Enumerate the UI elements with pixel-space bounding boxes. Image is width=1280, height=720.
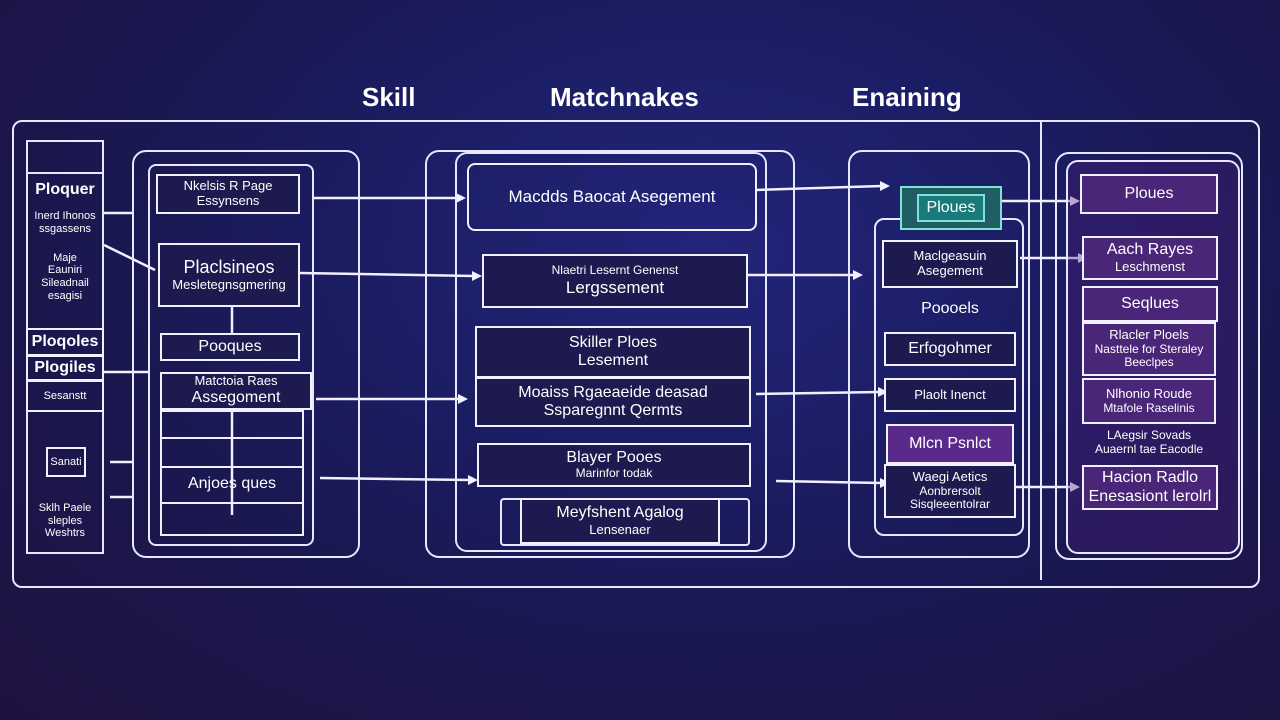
column-3-panel [425,150,795,558]
heading-skill: Skill [362,82,416,112]
box-line: Assegoment [191,389,281,407]
box-line: Lergssement [565,278,665,298]
box-line: LAegsir Sovads [1106,428,1192,443]
box-line: Lesement [577,352,649,369]
column-2-panel [132,150,360,558]
table-row [160,437,304,439]
note-line: Inerd Ihonos [34,210,96,223]
poooels-label: Poooels [921,299,979,317]
table-grid [160,410,304,536]
match-assessment-box[interactable]: Macdds Baocat Asegement [467,163,757,231]
box-line: Ssparegnnt Qermts [543,402,683,419]
box-line: Sisqleeentolrar [909,497,991,512]
table-row [160,502,304,504]
macl-assessment-box[interactable]: Maclgeasuin Asegement [882,240,1018,288]
player-poses-box[interactable]: Blayer Pooes Marinfor todak [477,443,751,487]
box-line: Waegi Aetics [912,468,988,484]
left-note-3: Sesanstt [26,380,104,412]
column-5-panel [1055,152,1243,560]
erfogohmer-box[interactable]: Erfogohmer [884,332,1016,366]
column-3-inner-panel [455,152,767,552]
note-line: Maje [53,251,77,264]
left-note-4: Sklh Paele sleples Weshtrs [28,496,102,546]
box-line: Meyfshent Agalog [556,504,684,522]
box-line: Blayer Pooes [566,448,662,466]
note-line: esagisi [47,289,83,302]
table-row [160,466,304,468]
box-line: Mtafole Raselinis [1103,400,1195,415]
ploues-teal-inner: Ploues [916,193,986,223]
outer-frame [12,120,1260,588]
box-line: Nkelsis R Page [183,178,273,194]
small-box[interactable]: Sanati [46,447,86,477]
left-note-1: Inerd Ihonos ssgassens [28,206,102,240]
left-note-2: Maje Eauniri Sileadnail esagisi [28,248,102,306]
match-register-box[interactable]: Moaiss Rgaeaeide deasad Ssparegnnt Qermt… [475,377,751,427]
box-line: Beeclpes [1124,355,1174,370]
ploues-box[interactable]: Ploues [1080,174,1218,214]
column-2-inner-panel [148,164,314,546]
leggement-box[interactable]: Nlaetri Lesernt Genenst Lergssement [482,254,748,308]
skill-page-box[interactable]: Nkelsis R Page Essynsens [156,174,300,214]
column-4-panel [848,150,1030,558]
note-line: Weshtrs [44,527,86,540]
plaque-label: Ploquer [35,180,95,198]
match-roles-box[interactable]: Matctoia Raes Assegoment [160,372,312,410]
waegi-box[interactable]: Waegi Aetics Aonbrersolt Sisqleeentolrar [884,464,1016,518]
note-line: Eauniri [47,264,83,277]
plaolt-box[interactable]: Plaolt Inenct [884,378,1016,412]
seqlues-box[interactable]: Seqlues [1082,286,1218,322]
box-line: Placlsineos [183,257,275,278]
divider-line [26,172,104,174]
box-line: Asegement [917,263,983,278]
pooques-box[interactable]: Pooques [160,333,300,361]
meyfshent-box[interactable]: Meyfshent Agalog Lensenaer [520,498,720,544]
box-line: Essynsens [196,193,260,208]
note-line: Sileadnail [41,277,89,289]
box-line: Aonbrersolt [919,483,981,498]
box-line: Auaernl tae Eacodle [1094,442,1204,456]
box-line: Nlaetri Lesernt Genenst [551,263,679,278]
box-line: Nasttele for Steraley [1094,341,1204,356]
analysis-queues-label: Anjoes ques [187,474,277,492]
note-line: ssgassens [39,223,91,235]
skill-places-box[interactable]: Skiller Ploes Lesement [475,326,751,378]
box-line: Skiller Ploes [568,333,658,351]
box-line: Aach Rayes [1106,241,1194,259]
divider-line [1040,120,1042,580]
laegsir-label: LAegsir Sovads Auaernl tae Eacodle [1082,424,1216,462]
aach-rayes-box[interactable]: Aach Rayes Leschmenst [1082,236,1218,280]
plaque-box-3[interactable]: Plogiles [26,355,104,381]
box-line: Hacion Radlo [1101,469,1199,487]
ploues-teal-box[interactable]: Ploues [900,186,1002,230]
box-line: Matctoia Raes [194,373,278,389]
box-line: Mesletegnsgmering [172,276,286,292]
box-line: Leschmenst [1114,258,1186,274]
box-line: Lensenaer [589,521,651,537]
note-line: Sklh Paele [38,502,92,515]
placements-box[interactable]: Placlsineos Mesletegnsgmering [158,243,300,307]
box-line: Enesasiont lerolrl [1088,487,1212,505]
box-line: Maclgeasuin [913,248,987,264]
box-line: Nlhonio Roude [1105,385,1192,401]
box-line: Moaiss Rgaeaeide deasad [518,383,708,401]
nlhonio-box[interactable]: Nlhonio Roude Mtafole Raselinis [1082,378,1216,424]
rlacler-box[interactable]: Rlacler Ploels Nasttele for Steraley Bee… [1082,322,1216,376]
note-line: sleples [47,514,83,527]
plaque-box-2[interactable]: Ploqoles [26,328,104,356]
box-line: Rlacler Ploels [1109,326,1189,342]
heading-enaining: Enaining [852,82,962,112]
mlcn-box[interactable]: Mlcn Psnlct [886,424,1014,464]
hacion-radlo-box[interactable]: Hacion Radlo Enesasiont lerolrl [1082,465,1218,510]
heading-matchnakes: Matchnakes [550,82,699,112]
box-line: Marinfor todak [575,466,653,481]
